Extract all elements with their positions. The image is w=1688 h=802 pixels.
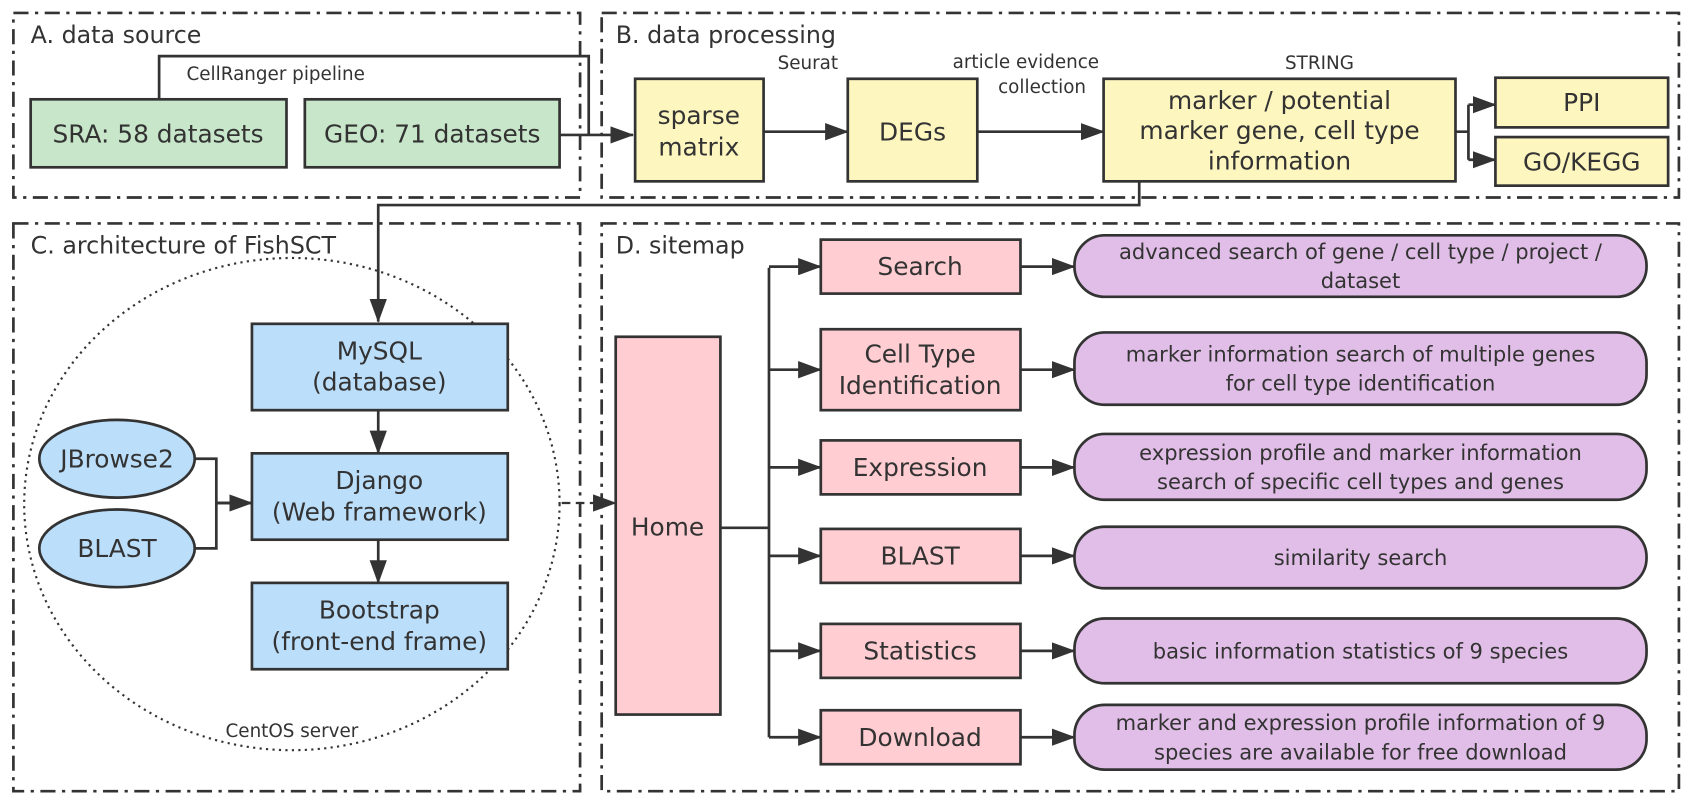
home-label: Home (631, 512, 704, 541)
page-label: Search (877, 252, 962, 281)
page-label: Expression (853, 453, 988, 482)
django-label-1: Django (335, 466, 423, 495)
panel-border (12, 11, 582, 199)
page-label: Statistics (863, 637, 976, 666)
jbrowse-label: JBrowse2 (58, 444, 173, 473)
geo-box (303, 97, 561, 169)
server-boundary (23, 256, 561, 752)
pipeline-connector (157, 54, 591, 135)
page-label: Cell Type (864, 340, 975, 369)
pipeline-label: CellRanger pipeline (186, 64, 364, 85)
panel-data-processing: B. data processing sparse matrix Seurat … (600, 11, 1681, 199)
bootstrap-label-2: (front-end frame) (272, 627, 488, 656)
page-description-box (1073, 233, 1648, 299)
page-description: marker and expression profile informatio… (1116, 710, 1606, 735)
django-label-2: (Web framework) (272, 497, 487, 526)
page-description-box (1073, 525, 1648, 590)
panel-border (12, 222, 582, 793)
page-box (819, 708, 1022, 766)
marker-label-2: marker gene, cell type (1139, 116, 1419, 145)
page-label: Identification (839, 371, 1002, 400)
page-description: for cell type identification (1226, 371, 1496, 396)
page-label: BLAST (880, 542, 960, 571)
panel-data-source: A. data source CellRanger pipeline SRA: … (12, 11, 591, 199)
page-description: expression profile and marker informatio… (1139, 440, 1582, 465)
page-description: advanced search of gene / cell type / pr… (1119, 239, 1603, 264)
page-description: marker information search of multiple ge… (1126, 342, 1595, 367)
bootstrap-label-1: Bootstrap (319, 596, 440, 625)
evidence-label-1: article evidence (953, 52, 1099, 73)
panel-title: A. data source (31, 21, 202, 49)
gokegg-label: GO/KEGG (1523, 148, 1641, 177)
degs-box (846, 77, 979, 183)
home-connector (720, 267, 771, 738)
sparse-label-2: matrix (658, 132, 739, 161)
page-description: search of specific cell types and genes (1157, 469, 1564, 494)
panel-architecture: C. architecture of FishSCT MySQL (databa… (12, 222, 582, 793)
seurat-label: Seurat (778, 53, 838, 74)
ppi-box (1494, 76, 1670, 129)
page-description-box (1073, 617, 1648, 685)
page-description: dataset (1321, 268, 1401, 293)
mysql-label-2: (database) (312, 368, 446, 397)
branch-connector (1455, 104, 1470, 160)
geo-label: GEO: 71 datasets (324, 119, 540, 148)
panel-border (600, 11, 1681, 199)
sparse-label-1: sparse (658, 101, 740, 130)
page-description: similarity search (1274, 545, 1448, 570)
sra-label: SRA: 58 datasets (53, 119, 264, 148)
page-description-box (1073, 331, 1648, 407)
mysql-label-1: MySQL (337, 336, 422, 365)
panel-title: D. sitemap (616, 232, 745, 260)
mysql-box (250, 322, 510, 412)
page-box (819, 238, 1022, 295)
panel-sitemap: D. sitemap Home Search advanced search of… (600, 222, 1681, 793)
marker-label-1: marker / potential (1168, 86, 1391, 115)
panel-border (600, 222, 1681, 793)
string-label: STRING (1285, 53, 1354, 74)
panel-title: B. data processing (616, 21, 836, 49)
panel-title: C. architecture of FishSCT (31, 232, 337, 260)
page-label: Download (858, 723, 981, 752)
arrow-marker-to-mysql (369, 181, 1141, 323)
marker-label-3: information (1208, 146, 1351, 175)
django-box (250, 452, 510, 542)
page-description-box (1073, 703, 1648, 771)
sra-box (29, 97, 288, 169)
server-label: CentOS server (225, 721, 358, 742)
gokegg-box (1494, 135, 1670, 188)
evidence-label-2: collection (998, 77, 1086, 98)
page-description: basic information statistics of 9 specie… (1153, 638, 1568, 663)
page-description-box (1073, 432, 1648, 502)
sparse-matrix-box (633, 77, 765, 183)
page-description: species are available for free download (1154, 739, 1567, 764)
bootstrap-box (250, 581, 510, 671)
home-box (614, 335, 722, 716)
marker-info-box (1102, 77, 1457, 183)
ppi-label: PPI (1563, 88, 1600, 117)
degs-label: DEGs (879, 117, 946, 146)
blast-label: BLAST (77, 534, 157, 563)
